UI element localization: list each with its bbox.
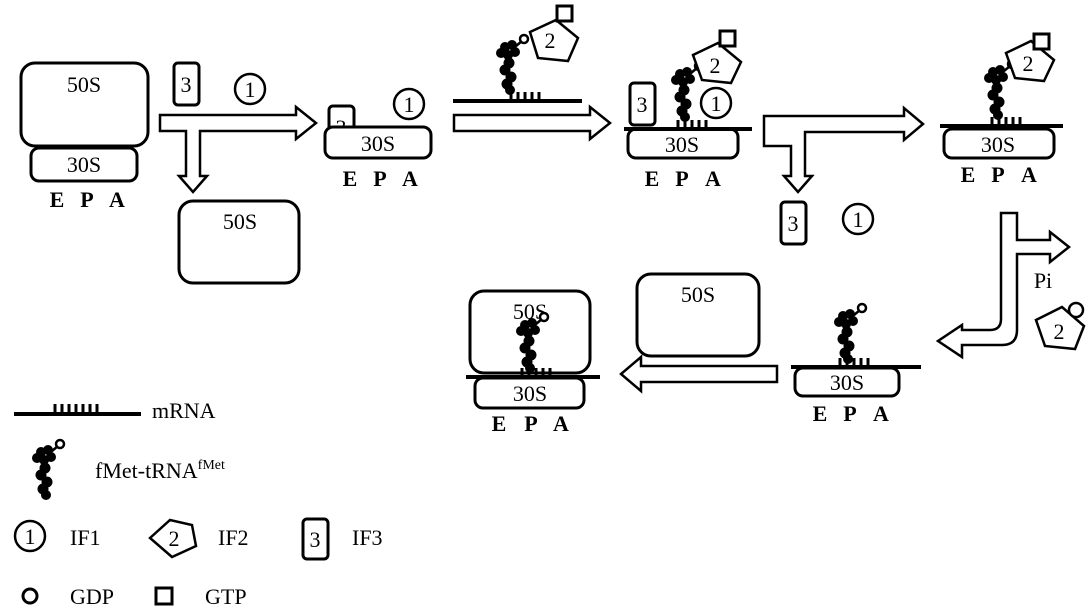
released-if3: 3 (781, 202, 806, 244)
svg-text:3: 3 (310, 527, 321, 552)
stage5-complex: 30S E P A (791, 304, 921, 426)
svg-text:50S: 50S (223, 209, 257, 234)
svg-text:3: 3 (181, 72, 192, 97)
stage1-50s-label: 50S (67, 72, 101, 97)
svg-text:2: 2 (1054, 319, 1065, 344)
arrow-if-release (764, 108, 923, 192)
svg-text:2: 2 (710, 53, 721, 78)
incoming-if1: 1 (235, 74, 265, 104)
legend-trna-superscript: fMet (198, 458, 225, 473)
svg-text:P: P (991, 162, 1004, 187)
svg-text:3: 3 (637, 92, 648, 117)
svg-text:IF1: IF1 (70, 525, 101, 550)
svg-text:E: E (343, 166, 358, 191)
released-if1: 1 (843, 204, 873, 234)
svg-text:IF2: IF2 (218, 525, 249, 550)
svg-text:P: P (675, 166, 688, 191)
stage1-30s-label: 30S (67, 152, 101, 177)
legend-if2: 2 IF2 (150, 520, 249, 557)
svg-text:30S: 30S (665, 132, 699, 157)
svg-text:P: P (524, 411, 537, 436)
svg-text:3: 3 (788, 211, 799, 236)
incoming-50s-subunit: 50S (637, 274, 759, 356)
svg-text:mRNA: mRNA (152, 398, 216, 423)
incoming-mrna-trna-if2: 2 (453, 6, 582, 101)
stage1-p-site: P (80, 187, 93, 212)
svg-text:1: 1 (25, 524, 36, 549)
svg-text:A: A (1021, 162, 1037, 187)
stage2-complex: 3 1 30S E P A (325, 89, 431, 191)
legend-if3: 3 IF3 (303, 519, 383, 559)
svg-text:30S: 30S (513, 381, 547, 406)
arrow-50s-joining (621, 357, 777, 391)
svg-text:50S: 50S (681, 282, 715, 307)
legend: mRNA fMet-tRNAfMet 1 IF1 2 IF2 3 IF3 GDP… (14, 398, 383, 609)
svg-text:A: A (873, 401, 889, 426)
svg-text:1: 1 (853, 207, 864, 232)
released-if2-gdp: 2 (1036, 303, 1084, 349)
svg-text:A: A (553, 411, 569, 436)
svg-text:GTP: GTP (205, 584, 247, 609)
legend-mrna: mRNA (14, 398, 216, 423)
stage6-70s-complex: 50S 30S E P A (466, 291, 600, 436)
svg-text:P: P (843, 401, 856, 426)
stage3-complex: 3 1 30S 2 E P A (624, 31, 752, 191)
stage1-ribosome: 50S 30S E P A (21, 63, 148, 212)
svg-text:30S: 30S (830, 370, 864, 395)
pi-label: Pi (1034, 268, 1052, 293)
svg-text:fMet-tRNAfMet: fMet-tRNAfMet (95, 458, 225, 483)
incoming-if3: 3 (174, 63, 199, 105)
svg-text:30S: 30S (981, 132, 1015, 157)
svg-text:30S: 30S (361, 131, 395, 156)
svg-text:2: 2 (1023, 51, 1034, 76)
svg-text:2: 2 (169, 526, 180, 551)
svg-text:IF3: IF3 (352, 525, 383, 550)
stage1-e-site: E (50, 187, 65, 212)
svg-text:E: E (492, 411, 507, 436)
svg-text:1: 1 (711, 91, 722, 116)
legend-gdp: GDP (23, 584, 114, 609)
arrow-mrna-binding (454, 107, 610, 139)
legend-fmet-trna: fMet-tRNAfMet (32, 440, 225, 500)
legend-trna-label: fMet-tRNA (95, 458, 198, 483)
svg-text:E: E (813, 401, 828, 426)
svg-text:1: 1 (404, 92, 415, 117)
legend-if1: 1 IF1 (15, 521, 101, 551)
svg-text:A: A (705, 166, 721, 191)
svg-text:GDP: GDP (70, 584, 114, 609)
svg-text:A: A (402, 166, 418, 191)
svg-text:1: 1 (245, 77, 256, 102)
svg-text:E: E (961, 162, 976, 187)
legend-gtp: GTP (156, 584, 247, 609)
svg-text:E: E (645, 166, 660, 191)
svg-text:P: P (373, 166, 386, 191)
stage4-complex: 30S 2 E P A (940, 34, 1063, 187)
released-50s-subunit: 50S (179, 201, 299, 283)
stage1-a-site: A (109, 187, 125, 212)
svg-text:2: 2 (545, 28, 556, 53)
arrow-dissociation (160, 107, 316, 192)
